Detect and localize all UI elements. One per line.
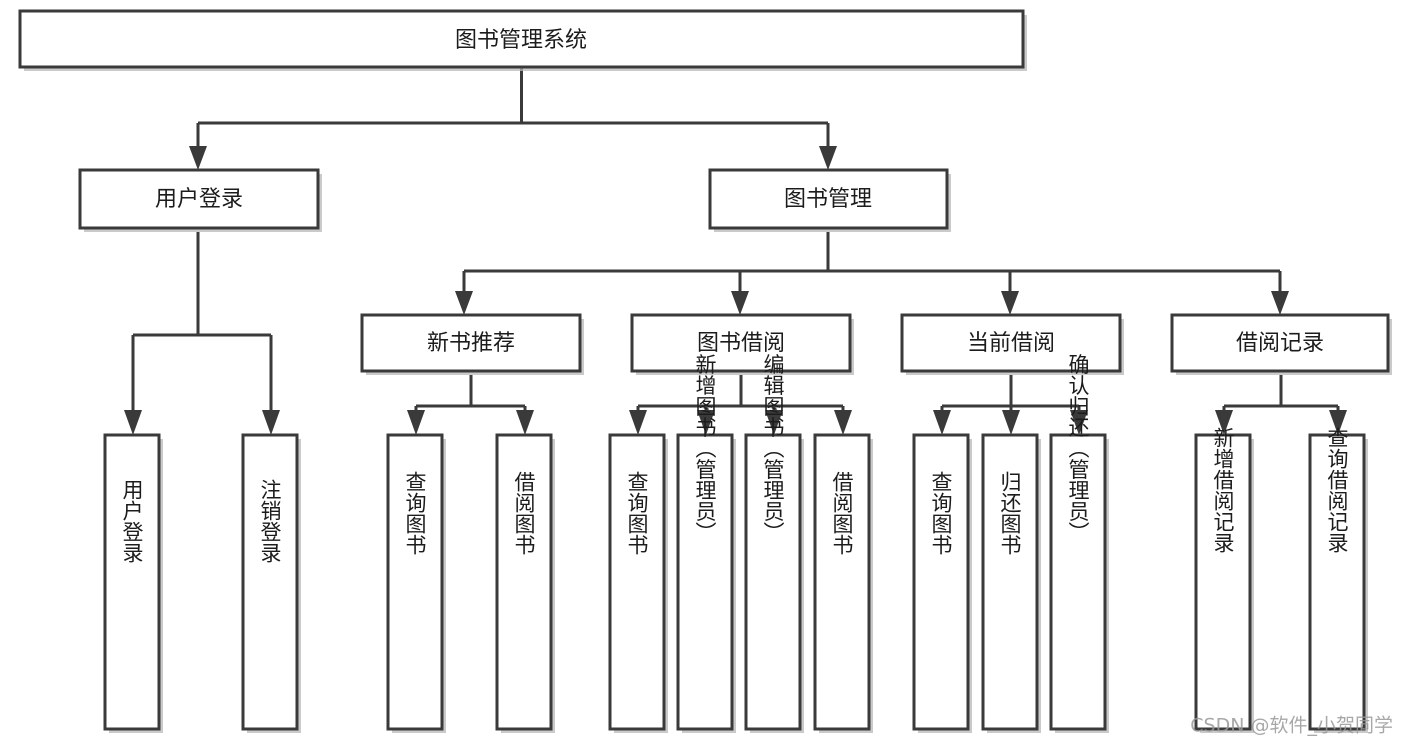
arrowhead-leaf-query-book-3	[933, 410, 951, 435]
leaf-logout-login-box	[241, 433, 299, 731]
new-book-recommend-label: 新书推荐	[427, 331, 515, 356]
book-borrow-label: 图书借阅	[697, 331, 785, 356]
arrowhead-leaf-confirm-return	[1070, 410, 1088, 435]
arrowhead-leaf-query-record	[1329, 410, 1347, 435]
arrowhead-leaf-borrow-book-1	[516, 410, 534, 435]
arrowhead-leaf-query-book-2	[629, 410, 647, 435]
leaf-query-book-1-box	[386, 433, 444, 731]
node-user-login[interactable]: 用户登录	[78, 168, 322, 232]
leaf-query-record-label: 查询借阅记录	[1325, 427, 1349, 553]
node-borrow-record[interactable]: 借阅记录	[1170, 313, 1392, 375]
root-label: 图书管理系统	[455, 28, 587, 53]
arrowhead-leaf-add-book	[697, 410, 715, 435]
node-root[interactable]: 图书管理系统	[18, 9, 1027, 71]
arrowhead-current-borrow	[1001, 291, 1019, 315]
leaf-query-book-2-label: 查询图书	[625, 471, 649, 555]
leaf-borrow-book-1-box	[495, 433, 553, 731]
leaf-query-book-3-label: 查询图书	[929, 471, 953, 555]
book-borrow-box	[630, 313, 852, 373]
node-leaf-confirm-return[interactable]: 确认归还（管理员）	[1049, 354, 1109, 734]
node-leaf-logout-login[interactable]: 注销登录	[241, 433, 301, 733]
arrowhead-new-book-recommend	[455, 291, 473, 315]
borrow-record-box	[1170, 313, 1390, 373]
arrowhead-borrow-record	[1271, 291, 1289, 315]
node-leaf-user-login[interactable]: 用户登录	[103, 433, 163, 733]
borrow-record-label: 借阅记录	[1236, 331, 1324, 356]
book-management-label: 图书管理	[784, 187, 872, 212]
user-login-box	[78, 168, 320, 230]
leaf-add-record-label: 新增借阅记录	[1211, 427, 1235, 553]
leaf-query-book-1-label: 查询图书	[403, 471, 427, 555]
leaf-query-book-3-box	[912, 433, 970, 731]
leaf-borrow-book-2-box	[813, 433, 871, 731]
arrowhead-leaf-return-book	[1002, 410, 1020, 435]
leaf-query-record-box	[1308, 433, 1366, 731]
node-leaf-query-book-3[interactable]: 查询图书	[912, 433, 972, 733]
leaf-borrow-book-1-label: 借阅图书	[512, 471, 536, 555]
node-leaf-add-record[interactable]: 新增借阅记录	[1194, 427, 1254, 733]
arrowhead-user-login	[189, 146, 207, 170]
leaf-edit-book-label: 编辑图书（管理员）	[761, 354, 785, 543]
connector-layer	[124, 67, 1347, 435]
arrowhead-leaf-user-login	[124, 410, 142, 435]
user-login-label: 用户登录	[155, 187, 243, 212]
csdn-watermark: CSDN @软件_小贺同学	[1190, 715, 1393, 737]
arrowhead-book-borrow	[731, 291, 749, 315]
node-leaf-return-book[interactable]: 归还图书	[981, 433, 1041, 733]
node-leaf-query-book-1[interactable]: 查询图书	[386, 433, 446, 733]
book-management-box	[708, 168, 949, 230]
node-current-borrow[interactable]: 当前借阅	[900, 313, 1124, 375]
node-leaf-query-book-2[interactable]: 查询图书	[608, 433, 668, 733]
leaf-add-record-box	[1194, 433, 1252, 731]
arrowhead-leaf-add-record	[1215, 410, 1233, 435]
node-new-book-recommend[interactable]: 新书推荐	[360, 313, 584, 375]
leaf-query-book-2-box	[608, 433, 666, 731]
arrowhead-leaf-query-book-1	[407, 410, 425, 435]
new-book-recommend-box	[360, 313, 582, 373]
arrowhead-leaf-logout-login	[262, 410, 280, 435]
node-leaf-borrow-book-2[interactable]: 借阅图书	[813, 433, 873, 733]
leaf-confirm-return-box	[1049, 433, 1107, 731]
leaf-user-login-label: 用户登录	[120, 479, 144, 563]
node-leaf-add-book[interactable]: 新增图书（管理员）	[676, 354, 736, 734]
node-leaf-edit-book[interactable]: 编辑图书（管理员）	[744, 354, 804, 734]
arrowhead-book-management	[819, 146, 837, 170]
leaf-add-book-label: 新增图书（管理员）	[693, 354, 717, 543]
leaf-return-book-box	[981, 433, 1039, 731]
leaf-logout-login-label: 注销登录	[258, 479, 282, 563]
leaf-borrow-book-2-label: 借阅图书	[830, 471, 854, 555]
leaf-return-book-label: 归还图书	[998, 471, 1022, 555]
current-borrow-label: 当前借阅	[967, 331, 1055, 356]
node-book-management[interactable]: 图书管理	[708, 168, 951, 232]
node-book-borrow[interactable]: 图书借阅	[630, 313, 854, 375]
node-leaf-borrow-book-1[interactable]: 借阅图书	[495, 433, 555, 733]
leaf-user-login-box	[103, 433, 161, 731]
current-borrow-box	[900, 313, 1122, 373]
leaf-add-book-box	[676, 433, 734, 731]
root-box	[18, 9, 1025, 69]
arrowhead-leaf-edit-book	[765, 410, 783, 435]
arrowhead-leaf-borrow-book-2	[834, 410, 852, 435]
leaf-edit-book-box	[744, 433, 802, 731]
leaf-confirm-return-label: 确认归还（管理员）	[1066, 354, 1090, 543]
node-leaf-query-record[interactable]: 查询借阅记录	[1308, 427, 1368, 733]
